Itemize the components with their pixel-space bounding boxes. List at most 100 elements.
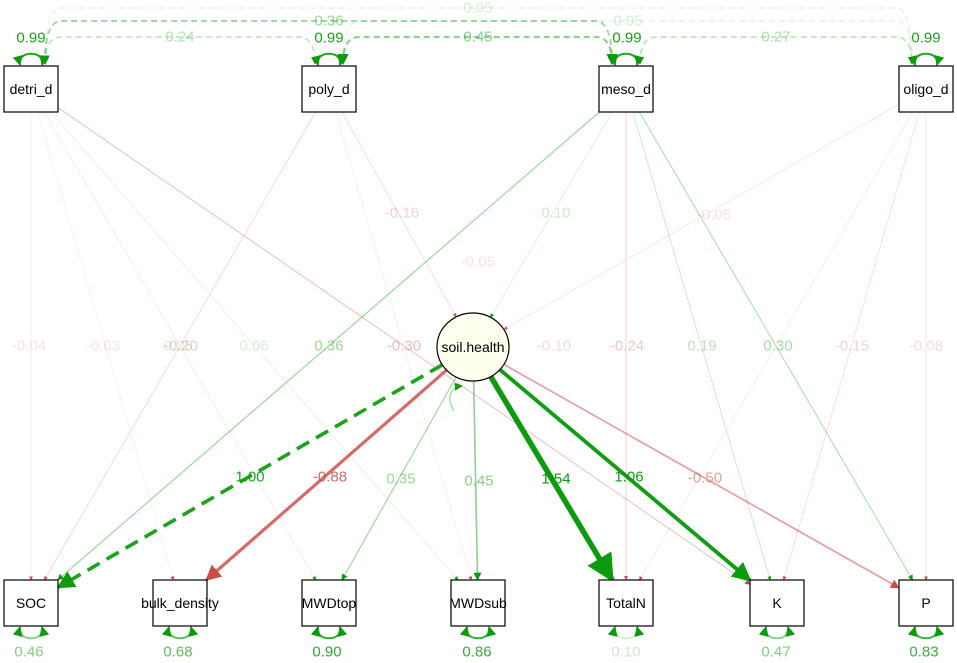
covariance-label-poly-d-oligo-d: 0.05 [613,13,642,30]
node-soc[interactable]: SOC [3,579,59,627]
loading-soil-health-to-soc [56,363,444,589]
node-bulk-density[interactable]: bulk_density [141,579,219,627]
variance-loop-bulk-density [161,626,199,640]
path-label-meso-d-to-soil-health: 0.10 [541,205,570,222]
node-box-k [749,579,805,627]
node-box-mwdtop [301,579,357,627]
variance-loop-meso-d [607,52,645,66]
path-label-detri-d-to-mwdsub: 0.06 [239,338,268,355]
node-label-mwdsub: MWDsub [449,595,507,611]
node-label-p: P [921,595,930,611]
node-totaln[interactable]: TotalN [598,579,654,627]
variance-loop-mwdsub [459,626,497,640]
path-label-oligo-d-to-k: -0.15 [835,338,869,355]
latent-ellipse [436,312,510,382]
node-box-totaln [598,579,654,627]
path-label-poly-d-to-soil-health: -0.16 [385,205,419,222]
variance-label-poly-d: 0.99 [314,30,343,47]
node-label-totaln: TotalN [606,595,646,611]
covariance-layer [40,7,916,66]
node-label-detri-d: detri_d [10,81,53,97]
node-k[interactable]: K [749,579,805,627]
path-label-meso-d-to-k: 0.19 [687,338,716,355]
node-box-meso-d [598,65,654,113]
path-layer [29,104,928,589]
covariance-label-detri-d-poly-d: 0.24 [165,29,194,46]
variance-label-soc: 0.46 [14,644,43,661]
path-detri-d-to-mwdsub [50,111,459,581]
path-oligo-d-to-soil-health [503,104,900,330]
covariance-label-detri-d-meso-d: 0.36 [314,13,343,30]
covariance-detri-d-meso-d [40,20,617,65]
node-label-poly-d: poly_d [308,81,349,97]
node-oligo-d[interactable]: oligo_d [898,65,954,113]
node-box-mwdsub [450,579,506,627]
node-label-k: K [772,595,782,611]
path-label-meso-d-to-totaln: -0.24 [610,338,644,355]
node-detri-d[interactable]: detri_d [3,65,59,113]
node-label-soc: SOC [16,595,46,611]
path-label-oligo-d-to-totaln: -0.05 [697,207,731,224]
variance-loop-k [758,626,796,640]
loading-label-bulk-density: -0.88 [313,469,347,486]
variance-loop-p [907,626,945,640]
variance-label-oligo-d: 0.99 [911,30,940,47]
node-label-bulk-density: bulk_density [141,595,219,611]
covariance-poly-d-meso-d [337,35,618,66]
path-label-detri-d-to-k: -0.30 [387,338,421,355]
path-detri-d-to-k [57,107,751,585]
loading-label-p: -0.50 [688,470,722,487]
variance-label-k: 0.47 [761,644,790,661]
path-oligo-d-to-k [782,111,920,581]
covariance-label-poly-d-meso-d: 0.45 [463,29,492,46]
node-box-soc [3,579,59,627]
loading-label-mwdsub: 0.45 [464,473,493,490]
variance-label-bulk-density: 0.68 [163,644,192,661]
node-box-detri-d [3,65,59,113]
variance-loop-totaln [607,626,645,640]
node-box-poly-d [301,65,357,113]
path-label-meso-d-to-p: 0.30 [763,338,792,355]
node-label-mwdtop: MWDtop [302,595,357,611]
path-poly-d-to-soc [43,111,317,581]
path-label-poly-d-to-soc: -0.20 [164,338,198,355]
covariance-poly-d-oligo-d [339,20,916,65]
path-label-poly-d-to-mwdsub: -0.05 [461,254,495,271]
loading-soil-health-to-p [503,363,900,589]
loading-soil-health-to-k [498,368,752,582]
latent-label: soil.health [441,339,504,355]
variance-label-detri-d: 0.99 [16,30,45,47]
loading-soil-health-to-totaln [488,375,615,583]
loading-label-soc: 1.00 [235,469,264,486]
node-mwdtop[interactable]: MWDtop [301,579,357,627]
path-detri-d-to-bulk-density [37,111,175,581]
path-poly-d-to-mwdsub [335,111,473,581]
variance-loop-mwdtop [310,626,348,640]
node-meso-d[interactable]: meso_d [598,65,654,113]
loading-soil-health-to-bulk-density [205,368,448,582]
covariance-label-detri-d-oligo-d: 0.05 [463,0,492,17]
node-box-oligo-d [898,65,954,113]
node-p[interactable]: P [898,579,954,627]
variance-label-meso-d: 0.99 [612,30,641,47]
node-mwdsub[interactable]: MWDsub [449,579,507,627]
path-label-oligo-d-to-p: -0.08 [909,338,943,355]
loading-label-k: 1.06 [614,469,643,486]
covariance-label-meso-d-oligo-d: 0.27 [761,29,790,46]
path-detri-d-to-mwdtop [43,111,317,581]
node-poly-d[interactable]: poly_d [301,65,357,113]
variance-label-totaln: 0.10 [611,644,640,661]
node-label-meso-d: meso_d [601,81,651,97]
path-poly-d-to-soil-health [341,111,457,318]
covariance-meso-d-oligo-d [636,36,916,65]
path-meso-d-to-p [638,111,914,581]
loading-label-mwdtop: 0.35 [386,471,415,488]
path-meso-d-to-soil-health [490,111,613,318]
variance-label-mwdtop: 0.90 [312,644,341,661]
node-box-p [898,579,954,627]
node-soil-health[interactable]: soil.health [436,312,510,382]
path-label-detri-d-to-mwdtop: 0.05 [163,338,192,355]
